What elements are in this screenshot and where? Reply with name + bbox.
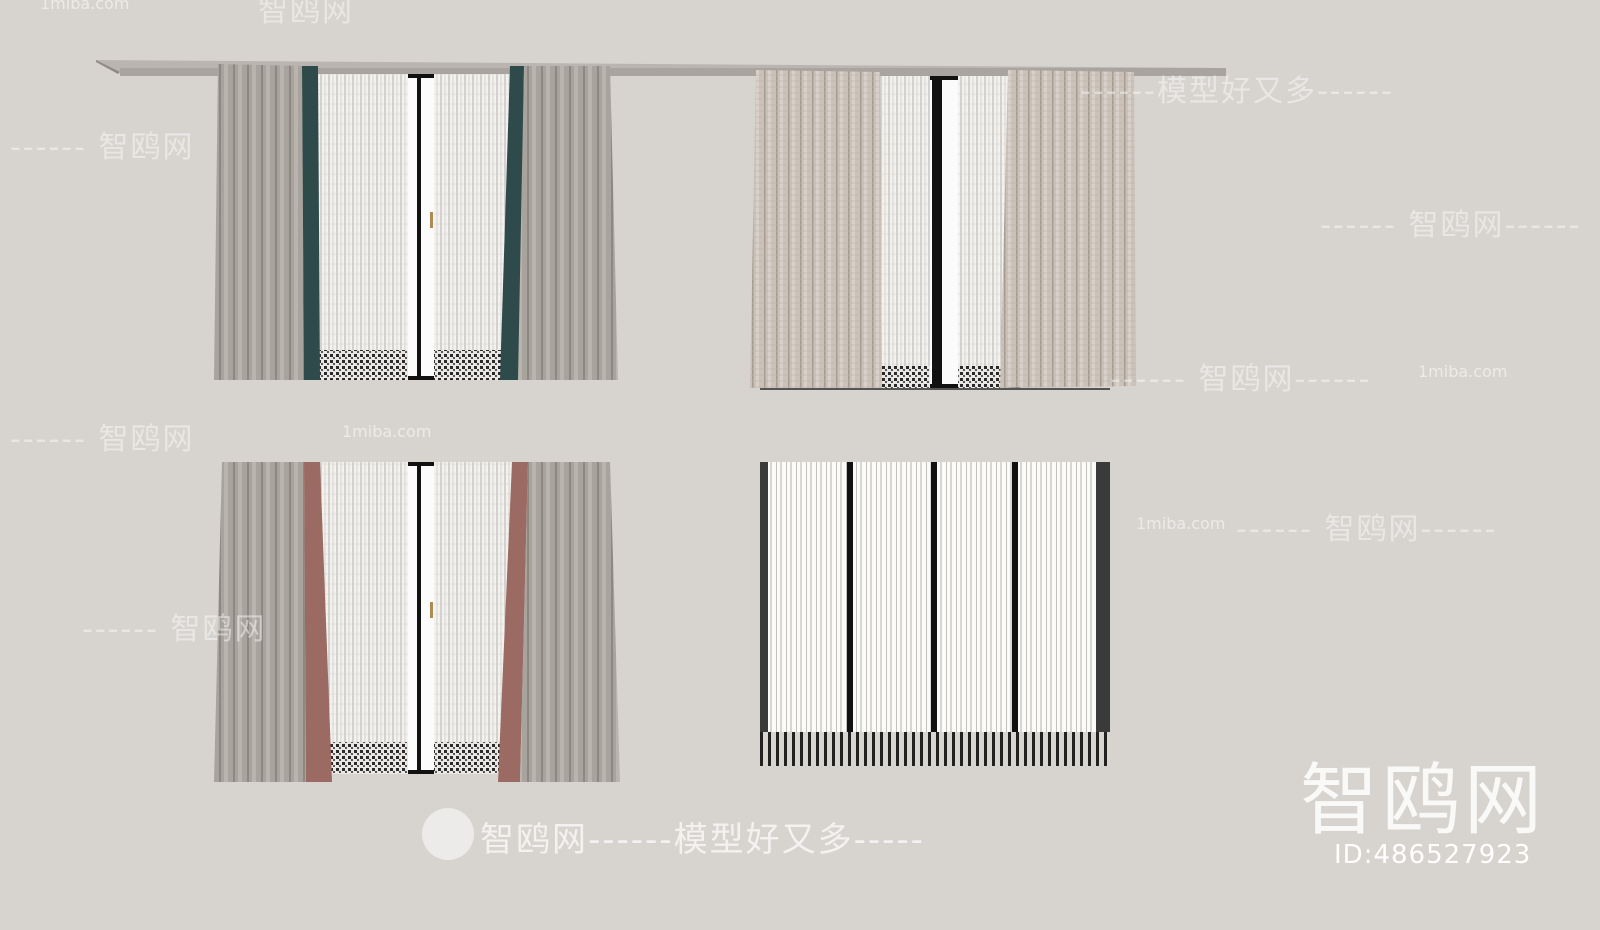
brand-logo-icon xyxy=(422,808,474,860)
curtain-set-gray-rose xyxy=(214,462,620,782)
sheer-left xyxy=(318,74,408,380)
sheer-right xyxy=(958,76,1008,388)
gray-curtain-right xyxy=(518,66,618,380)
curtain-set-beige xyxy=(750,70,1136,390)
window-handle xyxy=(430,602,433,618)
beige-curtain-right xyxy=(1000,70,1136,388)
teal-accent-left xyxy=(302,66,320,380)
rose-accent-left xyxy=(304,462,332,782)
teal-accent-right xyxy=(500,66,524,380)
vertical-blind-set xyxy=(760,462,1110,766)
rose-accent-right xyxy=(498,462,528,782)
gray-curtain-right xyxy=(520,462,620,782)
sheer-right xyxy=(434,74,514,380)
window-handle xyxy=(430,212,433,228)
sheer-left xyxy=(318,462,408,774)
beige-curtain-left xyxy=(750,70,882,388)
top-curtain-rail xyxy=(96,60,1226,76)
gray-curtain-left xyxy=(214,64,304,380)
curtain-set-gray-teal xyxy=(214,64,618,380)
gray-curtain-left xyxy=(214,462,306,782)
sheer-left xyxy=(880,76,930,388)
